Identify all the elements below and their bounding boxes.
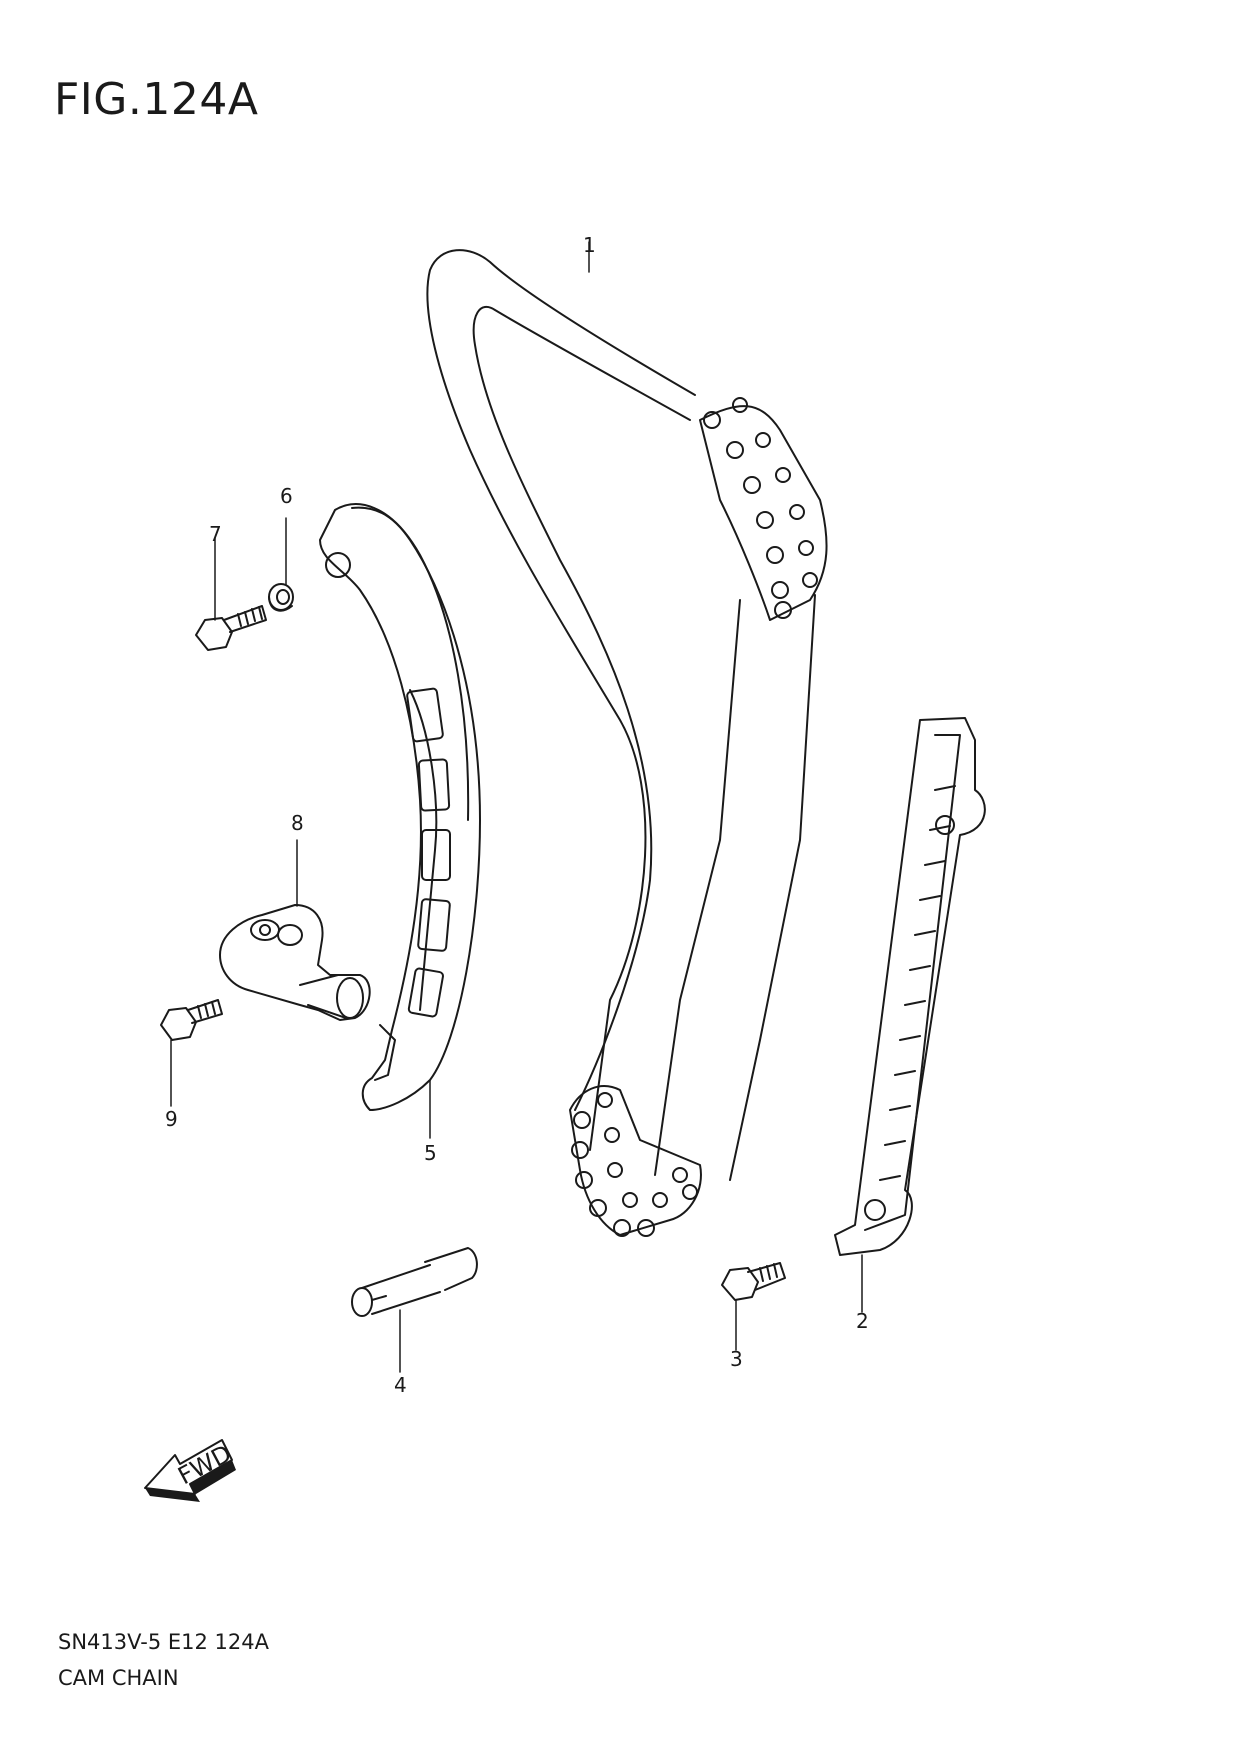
callout-2: 2 (856, 1309, 869, 1333)
adjuster-bolt (160, 999, 223, 1041)
guide-ribs (879, 785, 956, 1181)
tensioner-guide (319, 503, 481, 1111)
chain-links-lower (569, 1085, 702, 1237)
callout-8: 8 (291, 811, 304, 835)
callout-7: 7 (209, 522, 222, 546)
tensioner-adjuster (219, 904, 371, 1021)
drawing-name: CAM CHAIN (58, 1666, 179, 1690)
drawing-code: SN413V-5 E12 124A (58, 1630, 269, 1654)
chain-guide (834, 717, 986, 1256)
guide-bolt (721, 1262, 786, 1301)
guide-windows (406, 687, 451, 1018)
callout-3: 3 (730, 1347, 743, 1371)
pivot-bolt (195, 605, 267, 651)
callout-4: 4 (394, 1373, 407, 1397)
callout-6: 6 (280, 484, 293, 508)
pin (351, 1247, 478, 1317)
cam-chain (426, 249, 828, 1237)
callout-5: 5 (424, 1141, 437, 1165)
leader-lines (170, 241, 863, 1373)
chain-links-upper (699, 397, 828, 621)
washer (268, 583, 294, 612)
figure-title: FIG.124A (54, 74, 259, 125)
forward-arrow-icon: FWD (144, 1439, 236, 1502)
callout-9: 9 (165, 1107, 178, 1131)
callout-1: 1 (583, 233, 596, 257)
